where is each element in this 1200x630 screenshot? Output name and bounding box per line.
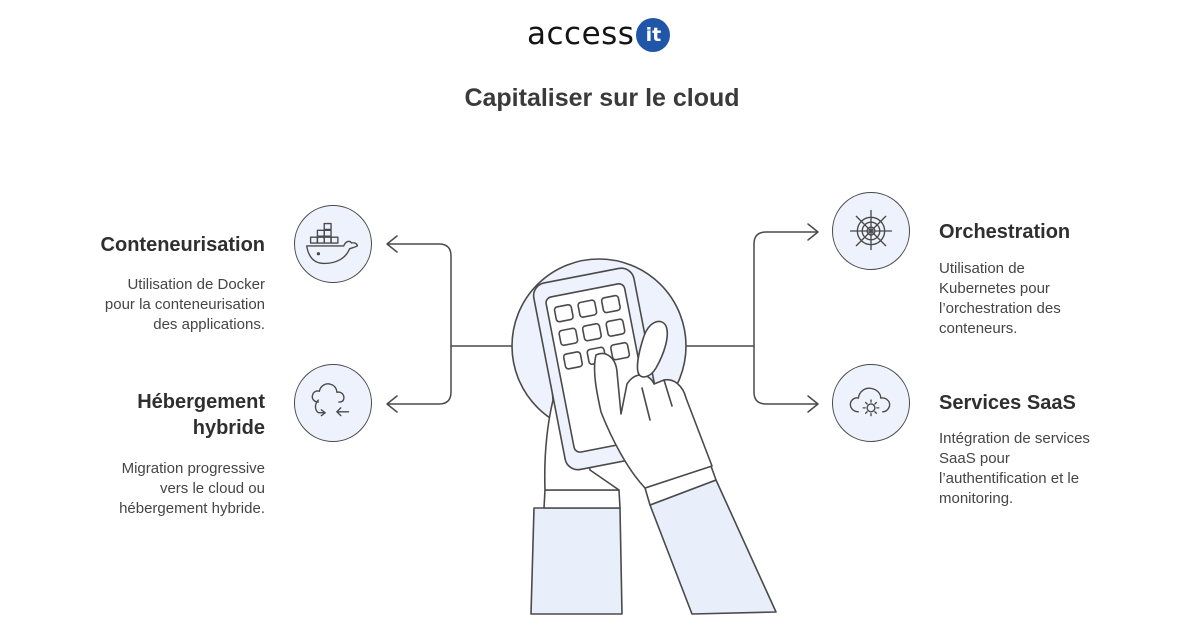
item-containerization-heading: Conteneurisation (100, 234, 265, 256)
connector-left (386, 235, 516, 413)
desc-line: l’authentification et le (939, 470, 1080, 487)
hands-holding-tablet-icon (530, 267, 777, 615)
connector-right (684, 223, 819, 413)
item-containerization-desc: Utilisation de Docker pour la conteneuri… (105, 275, 265, 335)
item-orchestration-heading: Orchestration (939, 221, 1071, 243)
desc-line: Utilisation de (939, 260, 1025, 277)
desc-line: SaaS pour (939, 450, 1010, 467)
desc-line: Migration progressive (121, 460, 265, 477)
heading-line: Hébergement (137, 391, 265, 413)
item-saas-heading: Services SaaS (939, 392, 1076, 414)
cloud-sync-icon (294, 364, 372, 442)
brand-name: access (527, 15, 635, 52)
item-saas-desc: Intégration de services SaaS pour l’auth… (939, 429, 1090, 509)
item-orchestration-desc: Utilisation de Kubernetes pour l’orchest… (939, 259, 1061, 339)
docker-whale-icon (294, 205, 372, 283)
heading-line: hybride (192, 417, 265, 439)
desc-line: Kubernetes pour (939, 280, 1050, 297)
desc-line: vers le cloud ou (159, 480, 265, 497)
desc-line: monitoring. (939, 490, 1014, 507)
desc-line: l’orchestration des (939, 300, 1061, 317)
desc-line: pour la conteneurisation (104, 296, 265, 313)
brand-badge: it (636, 18, 671, 52)
cloud-gear-icon (832, 364, 910, 442)
item-hybrid-desc: Migration progressive vers le cloud ou h… (119, 459, 265, 519)
brand-logo: access it (527, 14, 671, 54)
item-hybrid-heading: Hébergement hybride (137, 389, 265, 441)
desc-line: Utilisation de Docker (127, 276, 265, 293)
desc-line: des applications. (153, 316, 265, 333)
desc-line: conteneurs. (939, 320, 1018, 337)
page-title: Capitaliser sur le cloud (464, 84, 740, 112)
kubernetes-helm-icon (832, 192, 910, 270)
desc-line: Intégration de services (939, 430, 1090, 447)
desc-line: hébergement hybride. (119, 500, 265, 517)
